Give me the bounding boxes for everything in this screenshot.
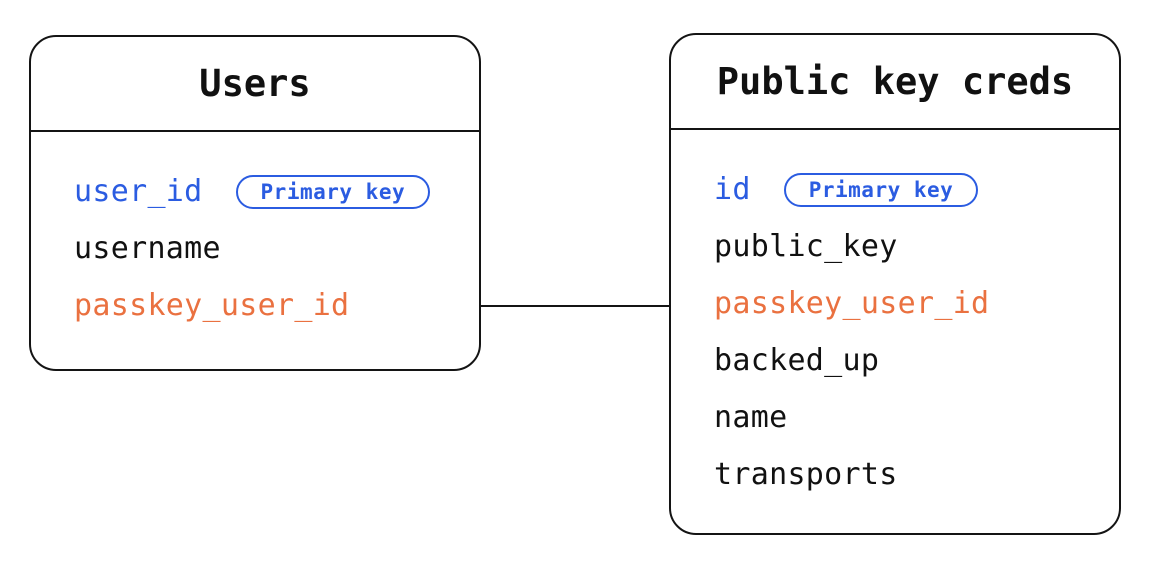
field-row-name: name xyxy=(714,389,1119,446)
field-name: passkey_user_id xyxy=(714,286,990,321)
field-row-username: username xyxy=(74,220,479,277)
field-name: id xyxy=(714,172,751,207)
table-title: Users xyxy=(199,62,311,105)
public-key-creds-table-node: Public key creds id Primary key public_key… xyxy=(669,33,1121,535)
users-table-fields: user_id Primary key username passkey_user_i… xyxy=(31,132,479,334)
field-row-public_key: public_key xyxy=(714,218,1119,275)
users-table-node: Users user_id Primary key username passkey_… xyxy=(29,35,481,371)
field-name: passkey_user_id xyxy=(74,288,350,323)
field-name: user_id xyxy=(74,174,203,209)
primary-key-badge: Primary key xyxy=(235,174,431,209)
relationship-line xyxy=(481,305,669,307)
field-row-transports: transports xyxy=(714,446,1119,503)
table-title: Public key creds xyxy=(716,60,1074,103)
public-key-creds-table-header: Public key creds xyxy=(671,35,1119,130)
field-name: username xyxy=(74,231,221,266)
field-name: transports xyxy=(714,457,898,492)
field-name: backed_up xyxy=(714,343,880,378)
field-row-passkey_user_id: passkey_user_id xyxy=(714,275,1119,332)
users-table-header: Users xyxy=(31,37,479,132)
primary-key-badge: Primary key xyxy=(783,172,979,207)
field-row-passkey_user_id: passkey_user_id xyxy=(74,277,479,334)
field-row-id: id Primary key xyxy=(714,161,1119,218)
field-name: name xyxy=(714,400,788,435)
field-row-backed_up: backed_up xyxy=(714,332,1119,389)
field-row-user_id: user_id Primary key xyxy=(74,163,479,220)
field-name: public_key xyxy=(714,229,898,264)
